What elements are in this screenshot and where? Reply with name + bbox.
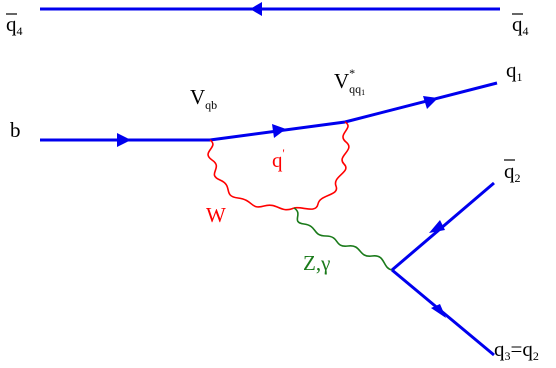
label-w: W bbox=[206, 203, 226, 227]
label-z-gamma: Z,γ bbox=[303, 251, 330, 275]
internal-quark-arrow bbox=[272, 124, 286, 138]
b-quark-arrow bbox=[117, 133, 131, 147]
label-qprime: q' bbox=[272, 146, 285, 172]
label-q3-eq-q2: q3=q2 bbox=[494, 337, 539, 363]
label-vqq1: V*qq1 bbox=[334, 66, 365, 97]
svg-text:q4: q4 bbox=[512, 12, 529, 38]
label-vqb: Vqb bbox=[190, 85, 217, 112]
q2bar-arrow bbox=[429, 220, 445, 233]
w-boson-right bbox=[293, 121, 350, 210]
q1-line bbox=[344, 81, 498, 124]
z-gamma-boson bbox=[293, 207, 393, 271]
label-q1: q1 bbox=[506, 58, 523, 84]
q4bar-arrow bbox=[250, 2, 262, 16]
w-boson-left bbox=[207, 139, 295, 211]
label-q4bar-right: q4 bbox=[512, 12, 529, 38]
q3-arrow bbox=[431, 304, 446, 318]
q1-arrow bbox=[423, 96, 438, 109]
svg-text:q4: q4 bbox=[6, 12, 23, 38]
svg-text:q2: q2 bbox=[504, 159, 521, 185]
label-b: b bbox=[10, 118, 21, 142]
label-q4bar-left: q4 bbox=[6, 12, 23, 38]
label-q2bar: q2 bbox=[504, 159, 521, 185]
